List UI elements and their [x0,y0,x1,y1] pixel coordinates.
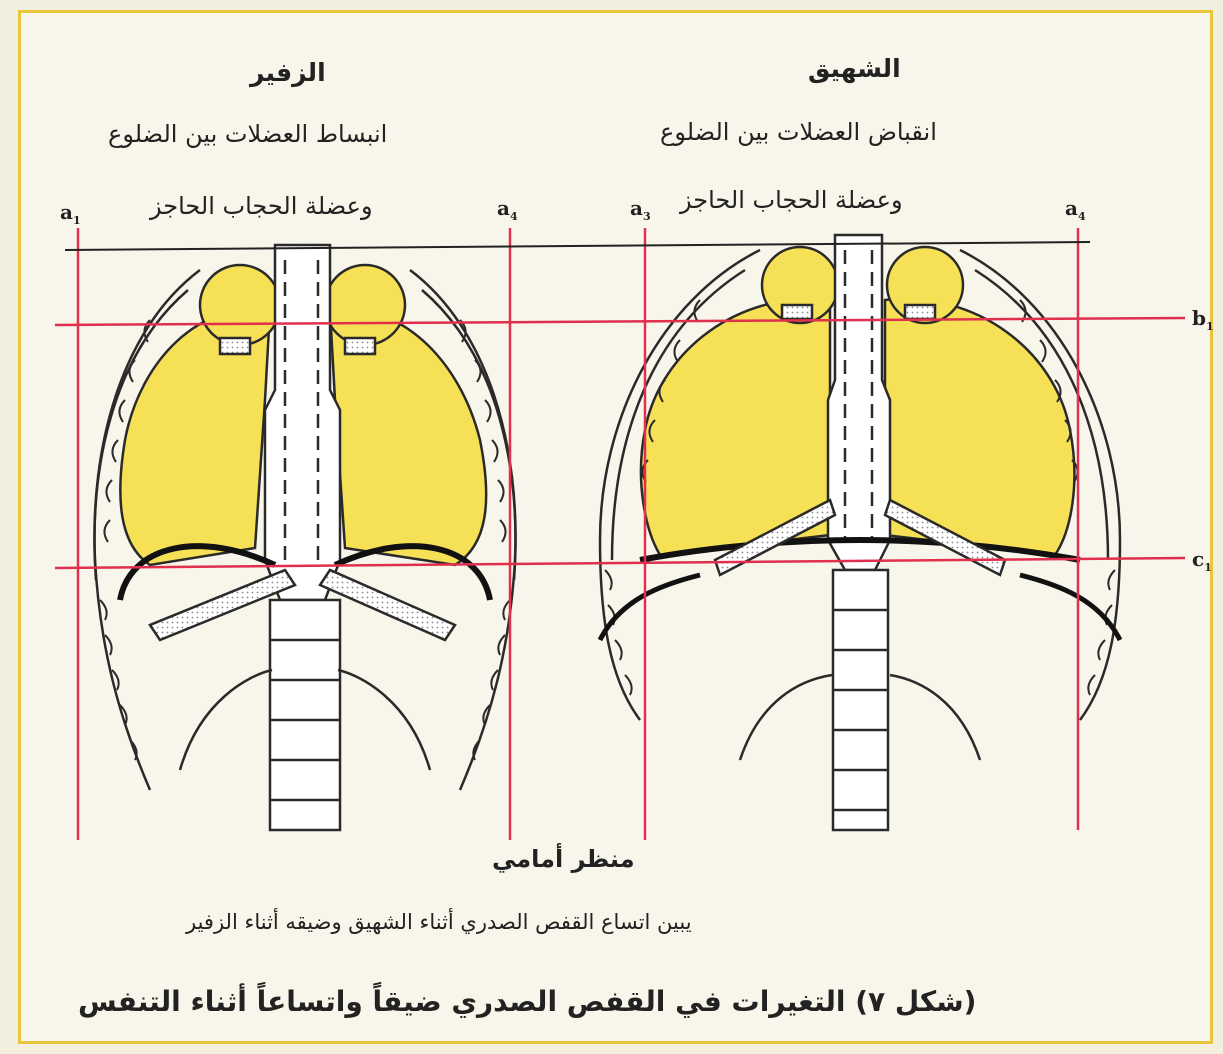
view-label: منظر أمامي [492,845,635,873]
line-c1 [55,558,1185,568]
figure-caption: (شكل ٧) التغيرات في القفص الصدري ضيقاً و… [78,985,976,1018]
inhale-sternum [828,235,890,570]
exhale-apex-left [200,265,280,345]
exhale-apex-right [325,265,405,345]
description-text: يبين اتساع القفص الصدري أثناء الشهيق وضي… [186,910,692,934]
exhale-sternum [265,245,340,600]
exhale-ribcage [94,245,515,830]
inhale-ribcage [600,235,1120,830]
